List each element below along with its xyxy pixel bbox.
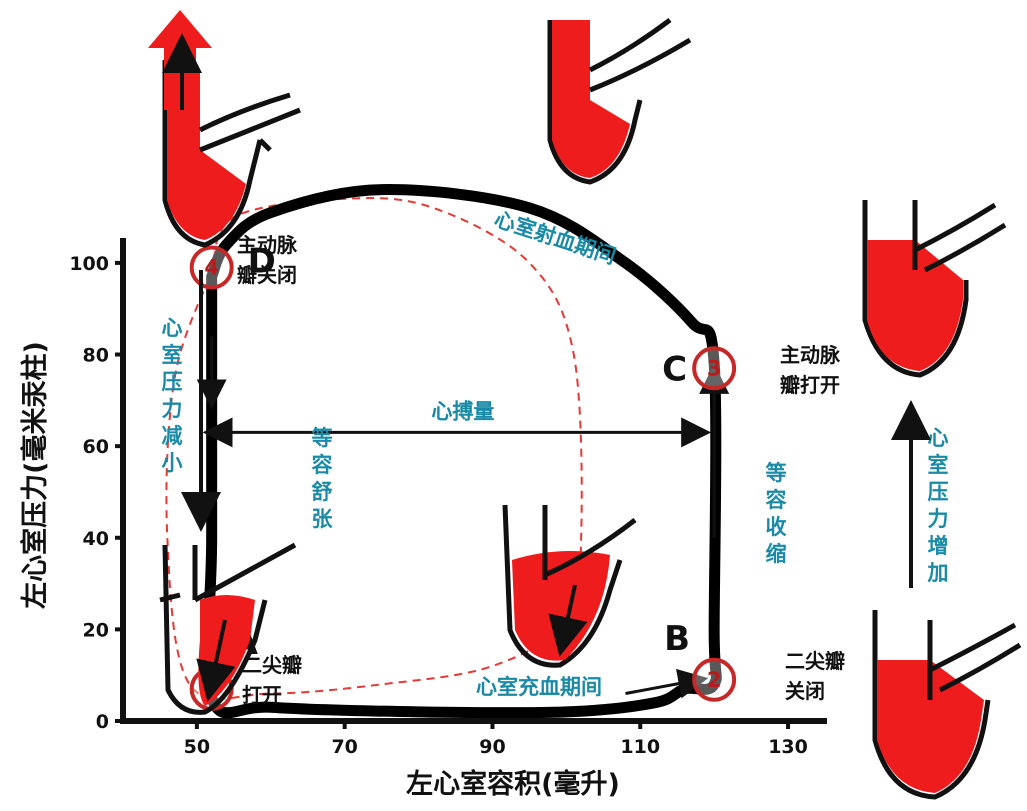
point-marker-circle xyxy=(692,657,737,702)
x-axis-title: 左心室容积(毫升) xyxy=(406,768,620,800)
axes: 0 20 40 60 80 100 50 70 90 110 130 左心室容积(毫升) 左心室压… xyxy=(19,238,827,800)
aortic-valve-close-label: 主动脉 瓣关闭 xyxy=(237,233,298,287)
y-tick-label: 20 xyxy=(83,619,109,641)
heart-isovolumic-right-icon xyxy=(862,200,1007,378)
y-tick-label: 60 xyxy=(83,436,109,458)
heart-bottom-right-icon xyxy=(872,610,1022,800)
vertical-label-char: 压 xyxy=(928,480,949,504)
loop-direction-arrows xyxy=(196,336,730,699)
point-number-label: 4 xyxy=(204,255,219,279)
loop-direction-arrow xyxy=(625,668,709,699)
point-letter-label: D xyxy=(248,241,276,281)
svg-text:主动脉: 主动脉 xyxy=(780,343,841,367)
heart-ejection-top-center-icon xyxy=(547,17,692,185)
heart-filling-center-icon xyxy=(502,504,637,668)
x-tick-group: 50 70 90 110 130 xyxy=(184,721,808,758)
vertical-label-char: 心 xyxy=(928,426,949,450)
vertical-label-char: 压 xyxy=(162,370,183,394)
mitral-valve-close-label: 二尖瓣 关闭 xyxy=(785,649,845,703)
pv-loop-line xyxy=(201,184,722,719)
svg-text:二尖瓣: 二尖瓣 xyxy=(785,649,845,673)
filling-phase-label: 心室充血期间 xyxy=(476,675,602,699)
y-tick-label: 0 xyxy=(96,711,109,733)
x-tick-label: 110 xyxy=(620,736,660,758)
vertical-label-char: 缩 xyxy=(766,542,787,566)
point-number-label: 3 xyxy=(707,356,722,380)
vertical-label-char: 力 xyxy=(928,507,949,531)
vertical-label-char: 加 xyxy=(927,561,949,585)
x-tick-label: 50 xyxy=(184,736,210,758)
svg-text:关闭: 关闭 xyxy=(785,679,825,703)
point-letter-label: C xyxy=(662,349,687,389)
vertical-label-char: 等 xyxy=(766,461,787,485)
vertical-label-char: 等 xyxy=(312,426,333,450)
point-markers: 1A2B3C4D xyxy=(189,241,737,711)
stroke-volume-label: 心搏量 xyxy=(431,399,494,423)
svg-text:打开: 打开 xyxy=(242,683,282,707)
vertical-label-char: 增 xyxy=(928,534,949,558)
vertical-label-char: 小 xyxy=(162,451,183,475)
y-tick-label: 40 xyxy=(83,528,109,550)
vertical-label-char: 容 xyxy=(312,453,333,477)
y-tick-label: 100 xyxy=(69,253,109,275)
svg-text:瓣打开: 瓣打开 xyxy=(780,373,840,397)
vertical-label-char: 心 xyxy=(162,316,183,340)
y-tick-label: 80 xyxy=(83,345,109,367)
x-tick-label: 70 xyxy=(331,736,357,758)
point-letter-label: B xyxy=(664,619,690,659)
vertical-label-char: 室 xyxy=(928,453,949,477)
vertical-label-char: 舒 xyxy=(312,480,333,504)
point-marker-circle xyxy=(692,346,737,391)
vertical-label-char: 减 xyxy=(162,424,183,448)
point-number-label: 2 xyxy=(707,668,722,692)
vertical-label-char: 张 xyxy=(312,507,334,531)
vertical-label-char: 容 xyxy=(766,488,787,512)
vertical-label-char: 力 xyxy=(162,397,183,421)
vertical-label-char: 收 xyxy=(766,515,787,539)
mitral-valve-open-label: 二尖瓣 打开 xyxy=(242,653,302,707)
y-tick-group: 0 20 40 60 80 100 xyxy=(69,253,123,733)
svg-text:瓣关闭: 瓣关闭 xyxy=(237,263,297,287)
heart-filling-bottom-left-icon xyxy=(159,542,297,715)
x-tick-label: 90 xyxy=(479,736,505,758)
svg-text:主动脉: 主动脉 xyxy=(237,233,298,257)
y-axis-title: 左心室压力(毫米汞柱) xyxy=(19,341,51,609)
dashed-reference-loop xyxy=(165,197,583,700)
aortic-valve-open-label: 主动脉 瓣打开 xyxy=(780,343,841,397)
x-tick-label: 130 xyxy=(768,736,808,758)
svg-text:二尖瓣: 二尖瓣 xyxy=(242,653,302,677)
heart-ejection-top-left-icon xyxy=(148,10,301,248)
vertical-label-char: 室 xyxy=(162,343,183,367)
